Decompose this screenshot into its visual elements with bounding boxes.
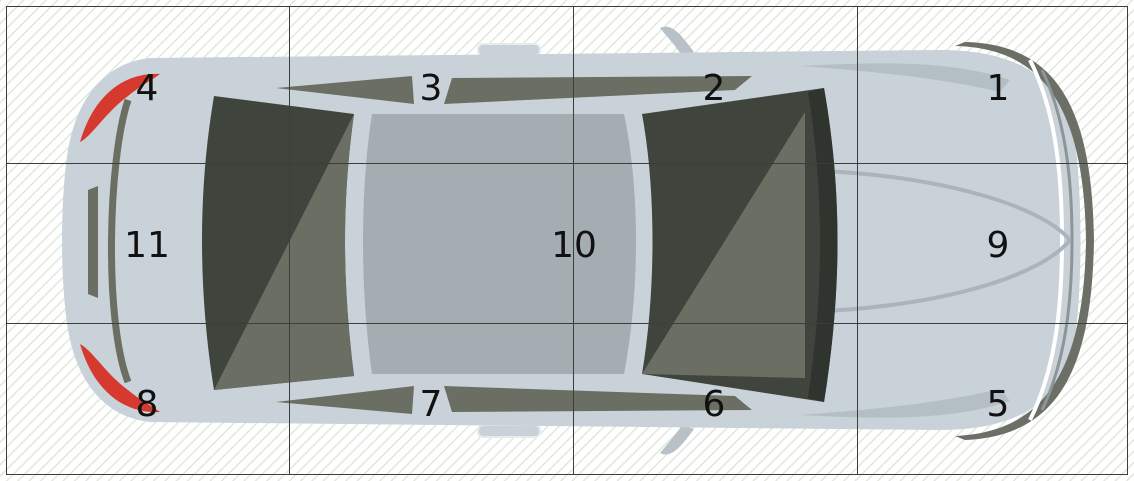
zone-label-3: 3: [420, 68, 443, 109]
zone-label-6: 6: [703, 384, 726, 425]
zone-label-7: 7: [420, 384, 443, 425]
zone-label-8: 8: [136, 384, 159, 425]
zone-label-10: 10: [551, 225, 597, 266]
zone-label-5: 5: [987, 384, 1010, 425]
zone-label-2: 2: [703, 68, 726, 109]
car-top-view-icon: [62, 26, 1094, 455]
zone-label-9: 9: [987, 225, 1010, 266]
zone-label-4: 4: [136, 68, 159, 109]
zone-grid: [6, 6, 1128, 475]
zone-label-11: 11: [124, 225, 170, 266]
zone-label-1: 1: [987, 68, 1010, 109]
grid-border: [6, 6, 1128, 475]
